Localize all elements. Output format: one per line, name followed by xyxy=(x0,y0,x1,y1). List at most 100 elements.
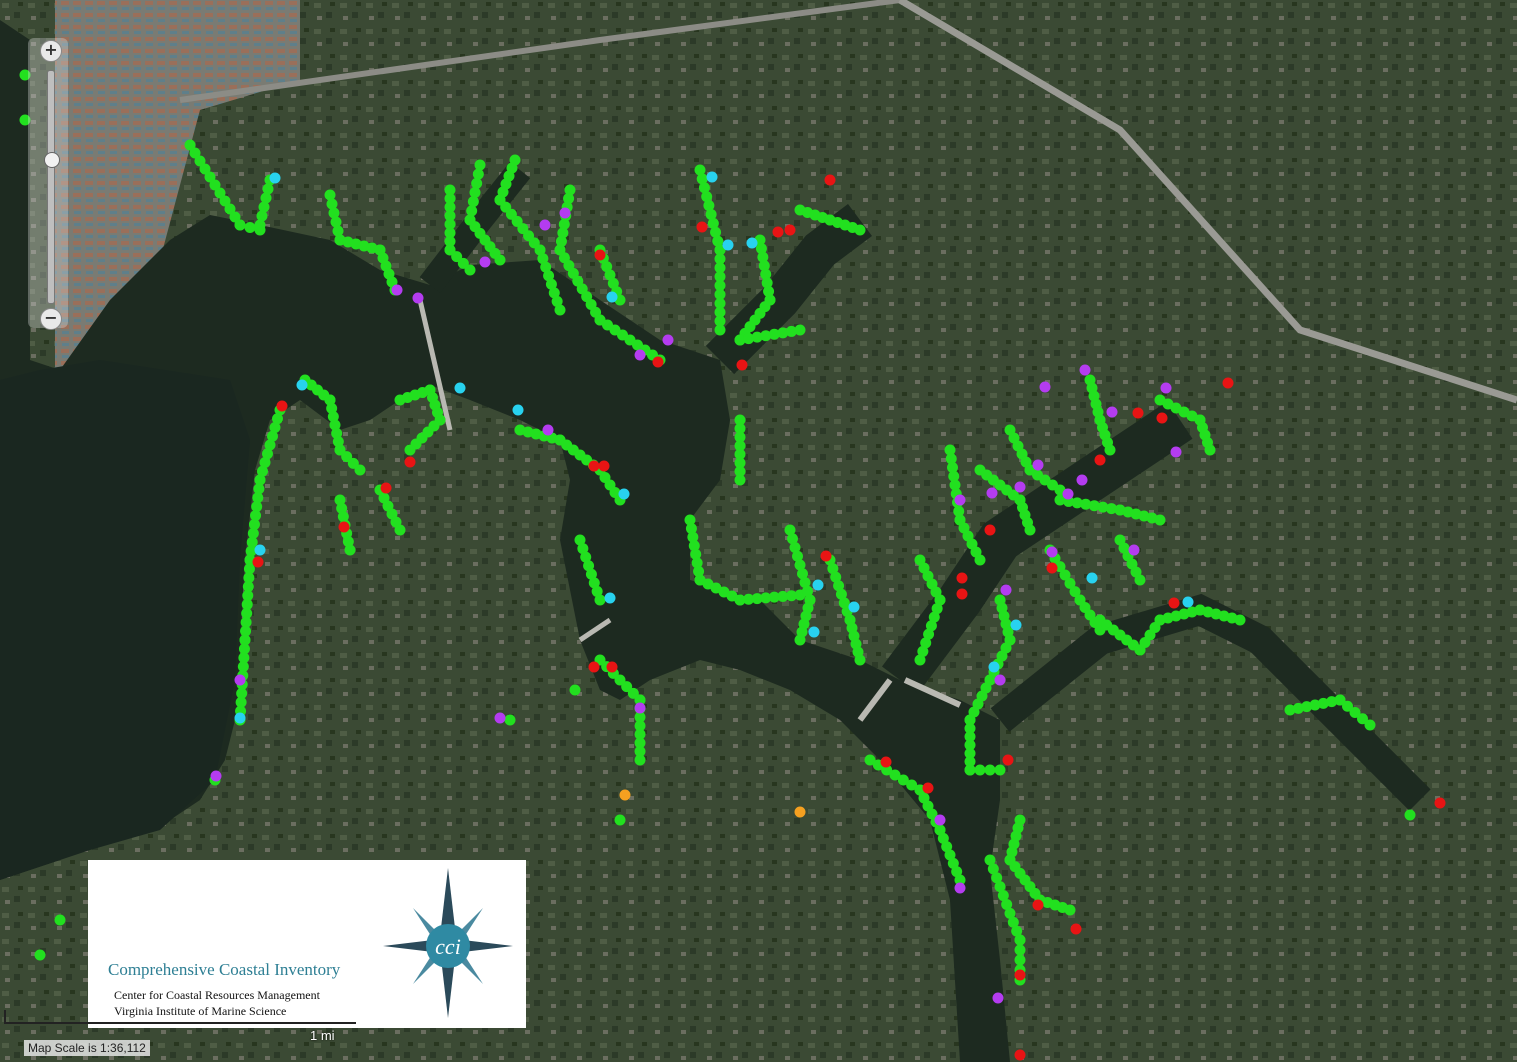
shoreline-point xyxy=(824,174,836,186)
shoreline-point xyxy=(987,863,999,875)
shoreline-point xyxy=(1156,412,1168,424)
shoreline-point xyxy=(619,789,631,801)
shoreline-point xyxy=(848,601,860,613)
shoreline-point xyxy=(594,249,606,261)
shoreline-point xyxy=(761,277,773,289)
shoreline-point xyxy=(784,524,796,536)
shoreline-point xyxy=(934,824,946,836)
shoreline-point xyxy=(214,187,226,199)
water-body xyxy=(0,20,1010,1062)
shoreline-point xyxy=(854,224,866,236)
shoreline-point xyxy=(454,382,466,394)
shoreline-point xyxy=(1317,697,1329,709)
shoreline-point xyxy=(964,747,976,759)
shoreline-point xyxy=(830,571,842,583)
shoreline-point xyxy=(634,754,646,766)
shoreline-point xyxy=(997,890,1009,902)
shoreline-point xyxy=(722,239,734,251)
shoreline-point xyxy=(923,628,935,640)
shoreline-point xyxy=(792,550,803,562)
shoreline-point xyxy=(746,237,758,249)
shoreline-point xyxy=(1132,407,1144,419)
shoreline-point xyxy=(588,460,600,472)
shoreline-point xyxy=(583,560,595,572)
shoreline-point xyxy=(444,218,456,230)
interstate xyxy=(898,0,1517,404)
shoreline-point xyxy=(234,712,246,724)
shoreline-point xyxy=(1069,586,1081,598)
shoreline-point xyxy=(941,841,953,853)
shoreline-point xyxy=(652,356,664,368)
shoreline-point xyxy=(1334,694,1346,706)
shoreline-point xyxy=(337,511,349,523)
shoreline-point xyxy=(243,563,255,575)
shoreline-point xyxy=(479,256,491,268)
shoreline-point xyxy=(691,557,703,569)
shoreline-point xyxy=(712,235,724,247)
logo-subtitle-1: Center for Coastal Resources Management xyxy=(114,988,320,1002)
shoreline-point xyxy=(1364,719,1376,731)
bridge-1 xyxy=(417,299,453,431)
shoreline-point xyxy=(794,634,806,646)
shoreline-point xyxy=(467,196,479,208)
shoreline-point xyxy=(569,684,581,696)
shoreline-point xyxy=(472,168,484,180)
shoreline-point xyxy=(854,654,866,666)
shoreline-point xyxy=(1222,377,1234,389)
shoreline-point xyxy=(444,210,456,222)
shoreline-point xyxy=(714,288,726,300)
shoreline-point xyxy=(634,728,646,740)
shoreline-point xyxy=(937,832,949,844)
shoreline-point xyxy=(341,451,353,463)
shoreline-point xyxy=(734,474,746,486)
zoom-slider-thumb[interactable] xyxy=(44,152,60,168)
zoom-out-button[interactable]: − xyxy=(40,308,62,330)
shoreline-point xyxy=(1342,700,1353,712)
shoreline-point xyxy=(734,334,746,346)
shoreline-point xyxy=(944,444,956,456)
shoreline-point xyxy=(238,652,250,664)
shoreline-point xyxy=(690,548,702,560)
shoreline-point xyxy=(714,262,726,274)
shoreline-point xyxy=(252,556,264,568)
shoreline-point xyxy=(254,474,266,486)
shoreline-point xyxy=(494,712,506,724)
shoreline-point xyxy=(714,306,726,318)
shoreline-point xyxy=(391,284,403,296)
shoreline-point xyxy=(332,225,344,237)
shoreline-point xyxy=(1086,572,1098,584)
cci-logo-panel: cci Comprehensive Coastal Inventory Cent… xyxy=(88,860,526,1028)
shoreline-point xyxy=(1010,619,1022,631)
shoreline-point xyxy=(945,453,957,465)
shoreline-point xyxy=(787,533,798,545)
shoreline-point xyxy=(329,419,341,431)
shoreline-point xyxy=(621,681,633,693)
shoreline-point xyxy=(606,661,618,673)
shoreline-point xyxy=(444,201,456,213)
shoreline-point xyxy=(539,219,551,231)
shoreline-point xyxy=(714,297,726,309)
shoreline-point xyxy=(835,588,847,600)
shoreline-point xyxy=(1014,934,1026,946)
shoreline-point xyxy=(964,756,976,768)
shoreline-point xyxy=(1170,446,1182,458)
shoreline-point xyxy=(833,580,845,592)
shoreline-point xyxy=(974,554,986,566)
zoom-in-button[interactable]: + xyxy=(40,40,62,62)
shoreline-point xyxy=(1080,498,1092,510)
shoreline-point xyxy=(758,260,770,272)
shoreline-point xyxy=(269,172,281,184)
zoom-slider-track[interactable] xyxy=(47,70,55,304)
bridge-4 xyxy=(578,617,612,643)
shoreline-point xyxy=(601,261,613,273)
shoreline-point xyxy=(634,694,646,706)
shoreline-point xyxy=(1234,614,1246,626)
shoreline-point xyxy=(827,563,839,575)
shoreline-point xyxy=(469,187,481,198)
shoreline-point xyxy=(687,531,699,543)
shoreline-point xyxy=(580,551,592,563)
shoreline-point xyxy=(948,470,960,482)
shoreline-point xyxy=(864,754,876,766)
shoreline-point xyxy=(34,949,46,961)
